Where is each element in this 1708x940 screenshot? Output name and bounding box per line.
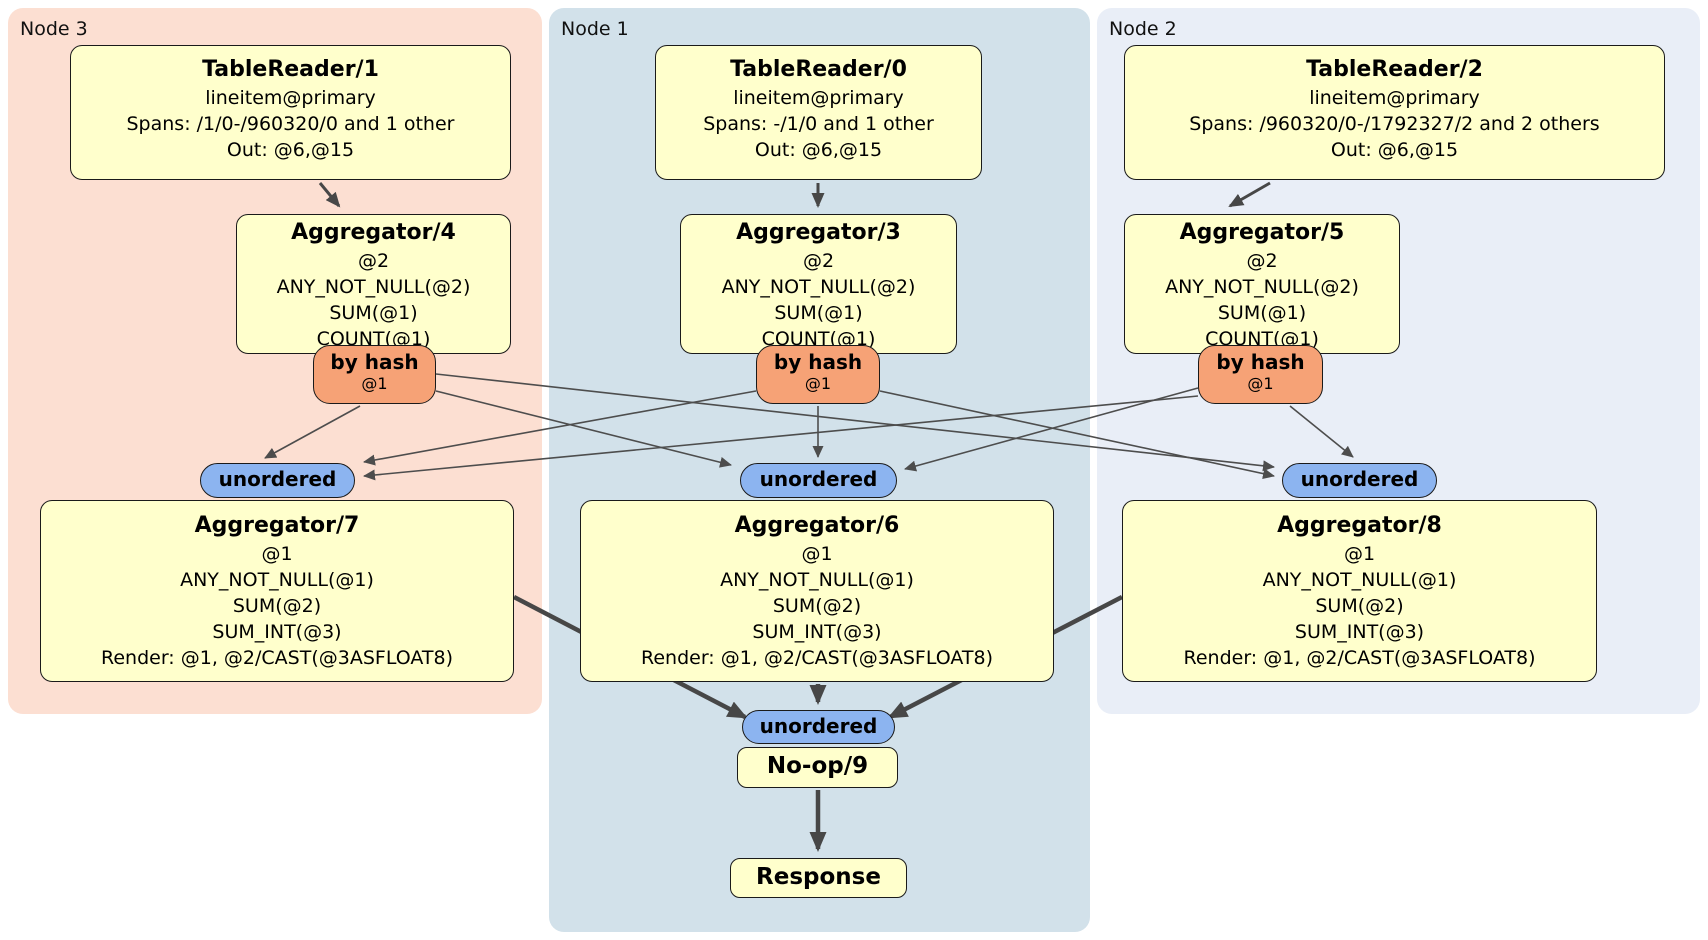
node-detail: COUNT(@1) (316, 328, 431, 350)
unordered-sync-node1: unordered (740, 463, 897, 498)
node-detail: ANY_NOT_NULL(@2) (276, 276, 471, 298)
node-detail: SUM(@2) (772, 595, 862, 617)
region-node1-label: Node 1 (561, 18, 629, 40)
node-detail: SUM(@1) (774, 302, 863, 324)
byhash-router-node1: by hash @1 (756, 345, 880, 404)
node-detail: lineitem@primary (1309, 87, 1480, 109)
router-detail: @1 (361, 374, 388, 393)
tablereader-2-node: TableReader/2 lineitem@primary Spans: /9… (1124, 45, 1665, 180)
node-title: TableReader/1 (202, 57, 379, 82)
node-title: No-op/9 (766, 753, 869, 779)
node-detail: lineitem@primary (733, 87, 904, 109)
node-detail: ANY_NOT_NULL(@2) (1165, 276, 1359, 298)
node-detail: Out: @6,@15 (754, 139, 883, 161)
node-detail: ANY_NOT_NULL(@1) (1262, 569, 1457, 591)
node-detail: Spans: /1/0-/960320/0 and 1 other (126, 113, 455, 135)
node-detail: Spans: -/1/0 and 1 other (703, 113, 934, 135)
node-detail: @2 (357, 250, 390, 272)
tablereader-1-node: TableReader/1 lineitem@primary Spans: /1… (70, 45, 511, 180)
node-title: TableReader/2 (1306, 57, 1483, 82)
node-detail: SUM(@1) (1217, 302, 1307, 324)
node-detail: SUM(@2) (232, 595, 322, 617)
aggregator-7-node: Aggregator/7 @1 ANY_NOT_NULL(@1) SUM(@2)… (40, 500, 514, 682)
node-detail: Render: @1, @2/CAST(@3ASFLOAT8) (641, 647, 993, 669)
node-detail: Out: @6,@15 (1330, 139, 1459, 161)
region-node2-label: Node 2 (1109, 18, 1177, 40)
node-detail: Render: @1, @2/CAST(@3ASFLOAT8) (1183, 647, 1536, 669)
router-detail: @1 (1247, 374, 1274, 393)
node-detail: SUM_INT(@3) (1294, 621, 1425, 643)
node-detail: COUNT(@1) (1205, 328, 1319, 350)
node-detail: SUM_INT(@3) (752, 621, 882, 643)
node-detail: ANY_NOT_NULL(@1) (180, 569, 374, 591)
unordered-sync-node2: unordered (1282, 463, 1437, 498)
unordered-sync-final: unordered (742, 710, 895, 744)
aggregator-8-node: Aggregator/8 @1 ANY_NOT_NULL(@1) SUM(@2)… (1122, 500, 1597, 682)
node-detail: Spans: /960320/0-/1792327/2 and 2 others (1189, 113, 1600, 135)
node-title: Aggregator/3 (736, 220, 901, 245)
node-title: Aggregator/4 (291, 220, 456, 245)
region-node3-label: Node 3 (20, 18, 88, 40)
node-detail: @1 (801, 543, 833, 565)
tablereader-0-node: TableReader/0 lineitem@primary Spans: -/… (655, 45, 982, 180)
response-node: Response (730, 858, 907, 898)
aggregator-6-node: Aggregator/6 @1 ANY_NOT_NULL(@1) SUM(@2)… (580, 500, 1054, 682)
node-title: TableReader/0 (730, 57, 907, 82)
noop-9-node: No-op/9 (737, 747, 898, 788)
node-detail: Render: @1, @2/CAST(@3ASFLOAT8) (101, 647, 453, 669)
router-label: by hash (330, 350, 419, 374)
node-detail: @1 (261, 543, 293, 565)
node-detail: ANY_NOT_NULL(@2) (721, 276, 916, 298)
node-detail: @1 (1343, 543, 1376, 565)
byhash-router-node2: by hash @1 (1198, 345, 1323, 404)
node-detail: SUM(@2) (1315, 595, 1404, 617)
node-title: Aggregator/8 (1277, 513, 1442, 538)
aggregator-4-node: Aggregator/4 @2 ANY_NOT_NULL(@2) SUM(@1)… (236, 214, 511, 354)
aggregator-5-node: Aggregator/5 @2 ANY_NOT_NULL(@2) SUM(@1)… (1124, 214, 1400, 354)
node-title: Response (756, 864, 881, 890)
node-detail: lineitem@primary (205, 87, 376, 109)
node-detail: SUM_INT(@3) (212, 621, 342, 643)
node-detail: SUM(@1) (329, 302, 418, 324)
router-detail: @1 (804, 374, 832, 393)
router-label: by hash (1216, 350, 1305, 374)
node-detail: @2 (802, 250, 835, 272)
node-detail: @2 (1246, 250, 1278, 272)
node-title: Aggregator/5 (1179, 220, 1345, 245)
node-title: Aggregator/7 (194, 513, 360, 538)
byhash-router-node3: by hash @1 (313, 345, 436, 404)
node-detail: Out: @6,@15 (226, 139, 355, 161)
router-label: by hash (773, 350, 863, 374)
aggregator-3-node: Aggregator/3 @2 ANY_NOT_NULL(@2) SUM(@1)… (680, 214, 957, 354)
node-detail: COUNT(@1) (761, 328, 876, 350)
unordered-sync-node3: unordered (200, 463, 355, 498)
node-title: Aggregator/6 (734, 513, 900, 538)
node-detail: ANY_NOT_NULL(@1) (720, 569, 914, 591)
